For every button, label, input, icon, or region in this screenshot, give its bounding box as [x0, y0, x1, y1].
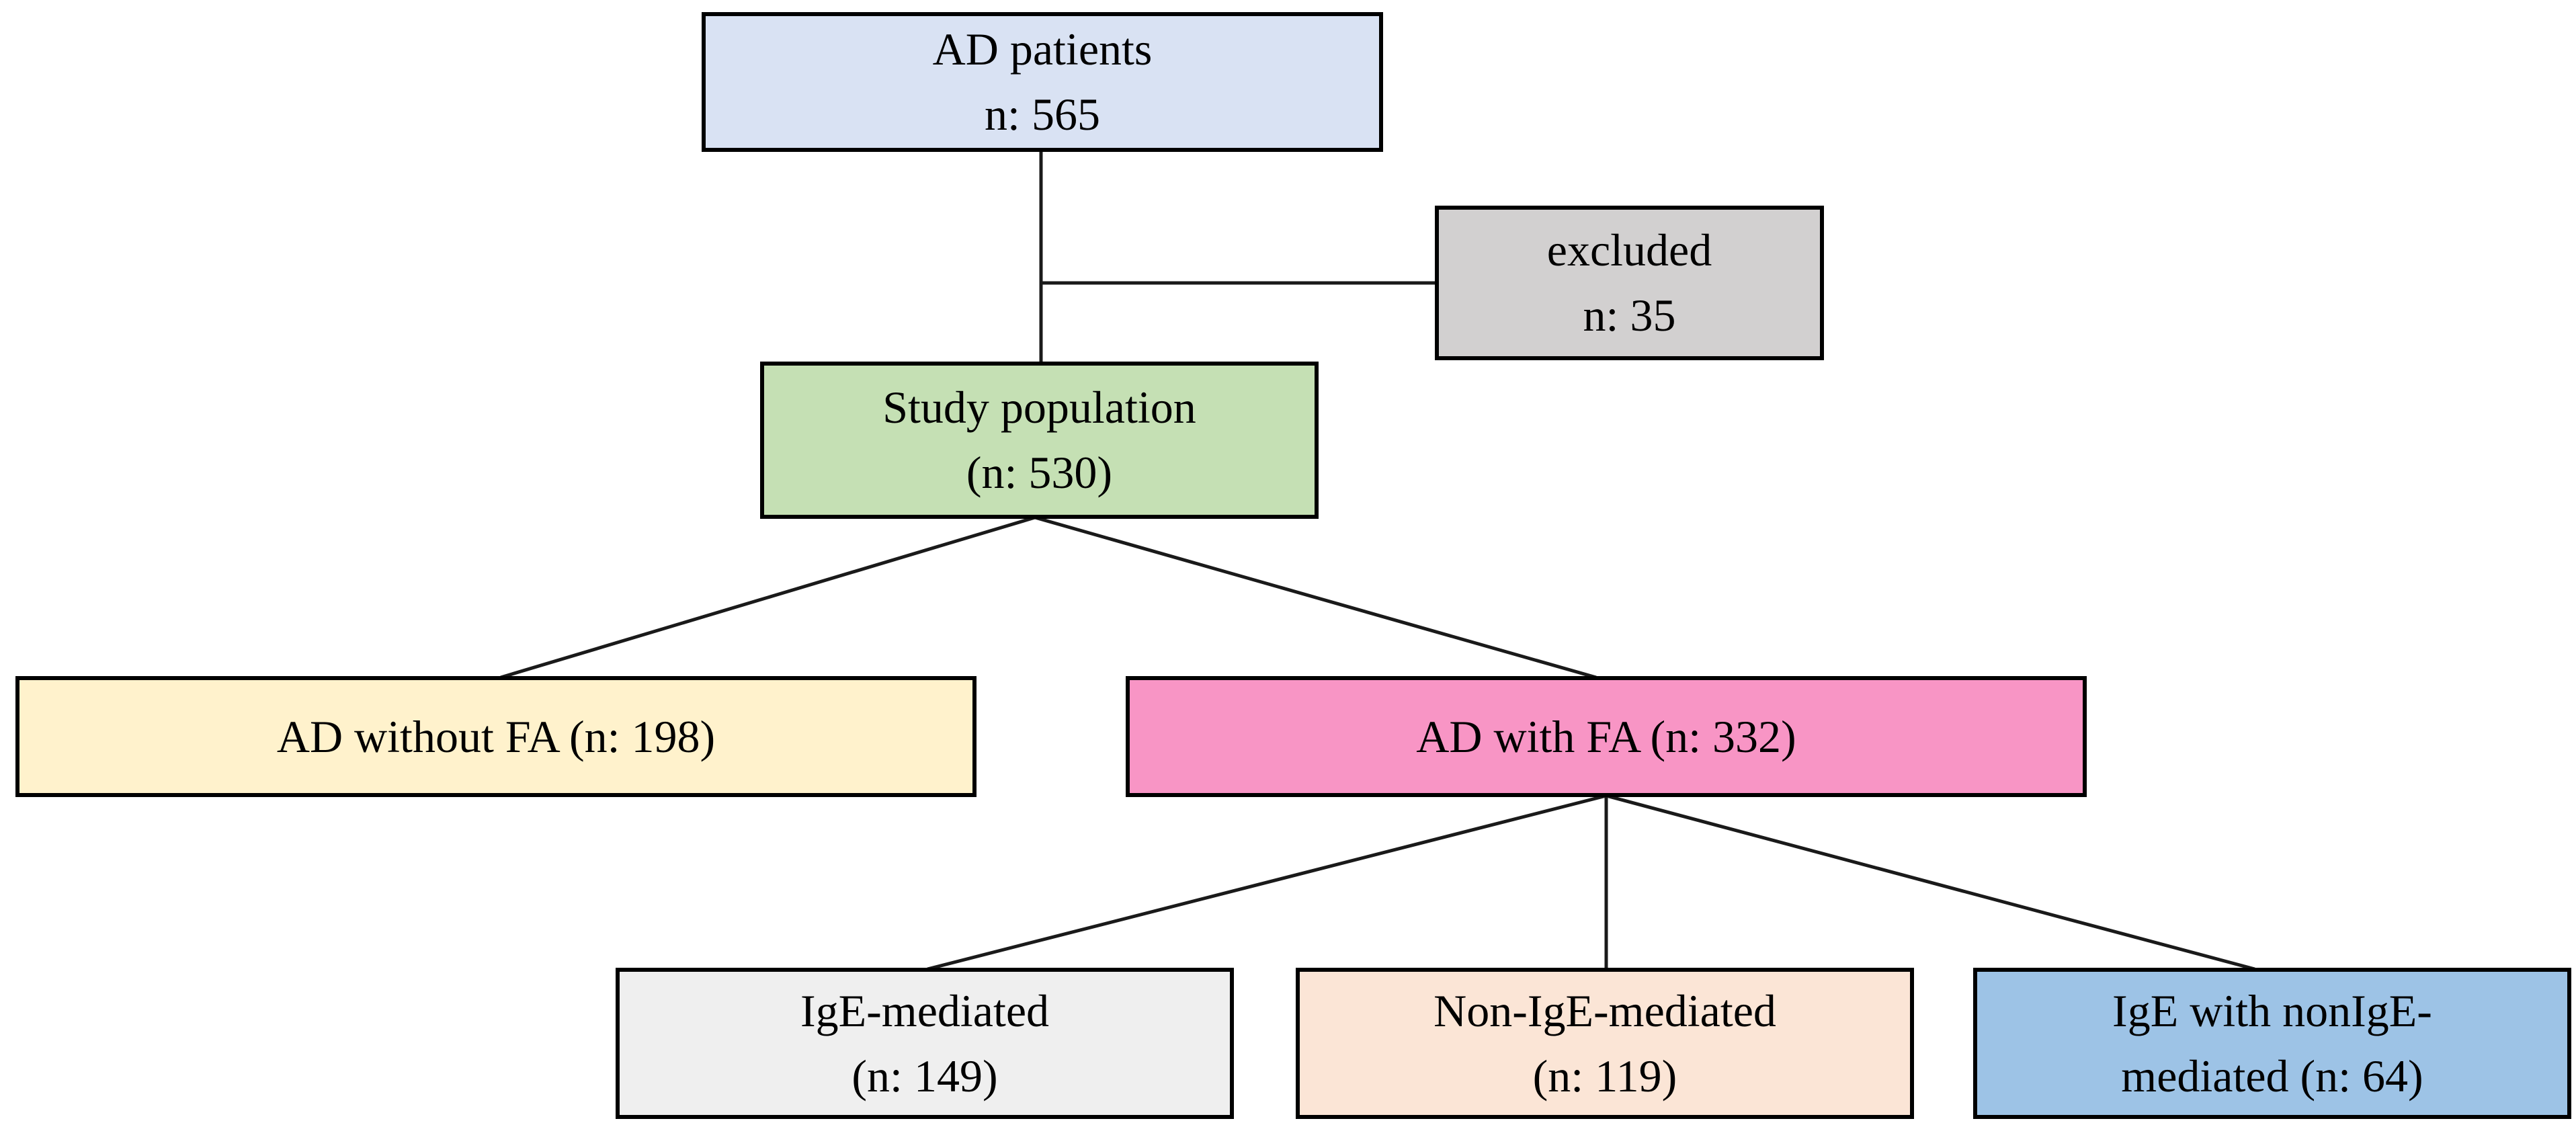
connector-study-to-adwithoutfa	[500, 515, 1036, 679]
node-ige-mediated: IgE-mediated (n: 149)	[616, 968, 1234, 1119]
node-ad-patients-label: AD patients n: 565	[932, 24, 1153, 140]
node-ad-patients: AD patients n: 565	[702, 12, 1383, 152]
node-ad-with-fa: AD with FA (n: 332)	[1126, 676, 2087, 797]
node-excluded-label: excluded n: 35	[1546, 224, 1712, 341]
node-study-population-label: Study population (n: 530)	[882, 382, 1196, 498]
node-ige-with-nonige: IgE with nonIgE- mediated (n: 64)	[1973, 968, 2571, 1119]
node-excluded: excluded n: 35	[1435, 206, 1824, 360]
node-non-ige-mediated-label: Non-IgE-mediated (n: 119)	[1434, 985, 1776, 1101]
connector-adwithfa-to-igemediated	[927, 794, 1607, 971]
node-ige-with-nonige-label: IgE with nonIgE- mediated (n: 64)	[2112, 985, 2432, 1101]
connector-study-to-adwithfa	[1034, 515, 1597, 679]
node-ad-without-fa: AD without FA (n: 198)	[15, 676, 977, 797]
node-study-population: Study population (n: 530)	[760, 362, 1319, 519]
node-ad-without-fa-label: AD without FA (n: 198)	[276, 710, 716, 762]
node-ad-with-fa-label: AD with FA (n: 332)	[1416, 710, 1796, 762]
node-non-ige-mediated: Non-IgE-mediated (n: 119)	[1296, 968, 1914, 1119]
node-ige-mediated-label: IgE-mediated (n: 149)	[800, 985, 1050, 1101]
connector-adwithfa-to-igewithnonige	[1606, 794, 2255, 971]
